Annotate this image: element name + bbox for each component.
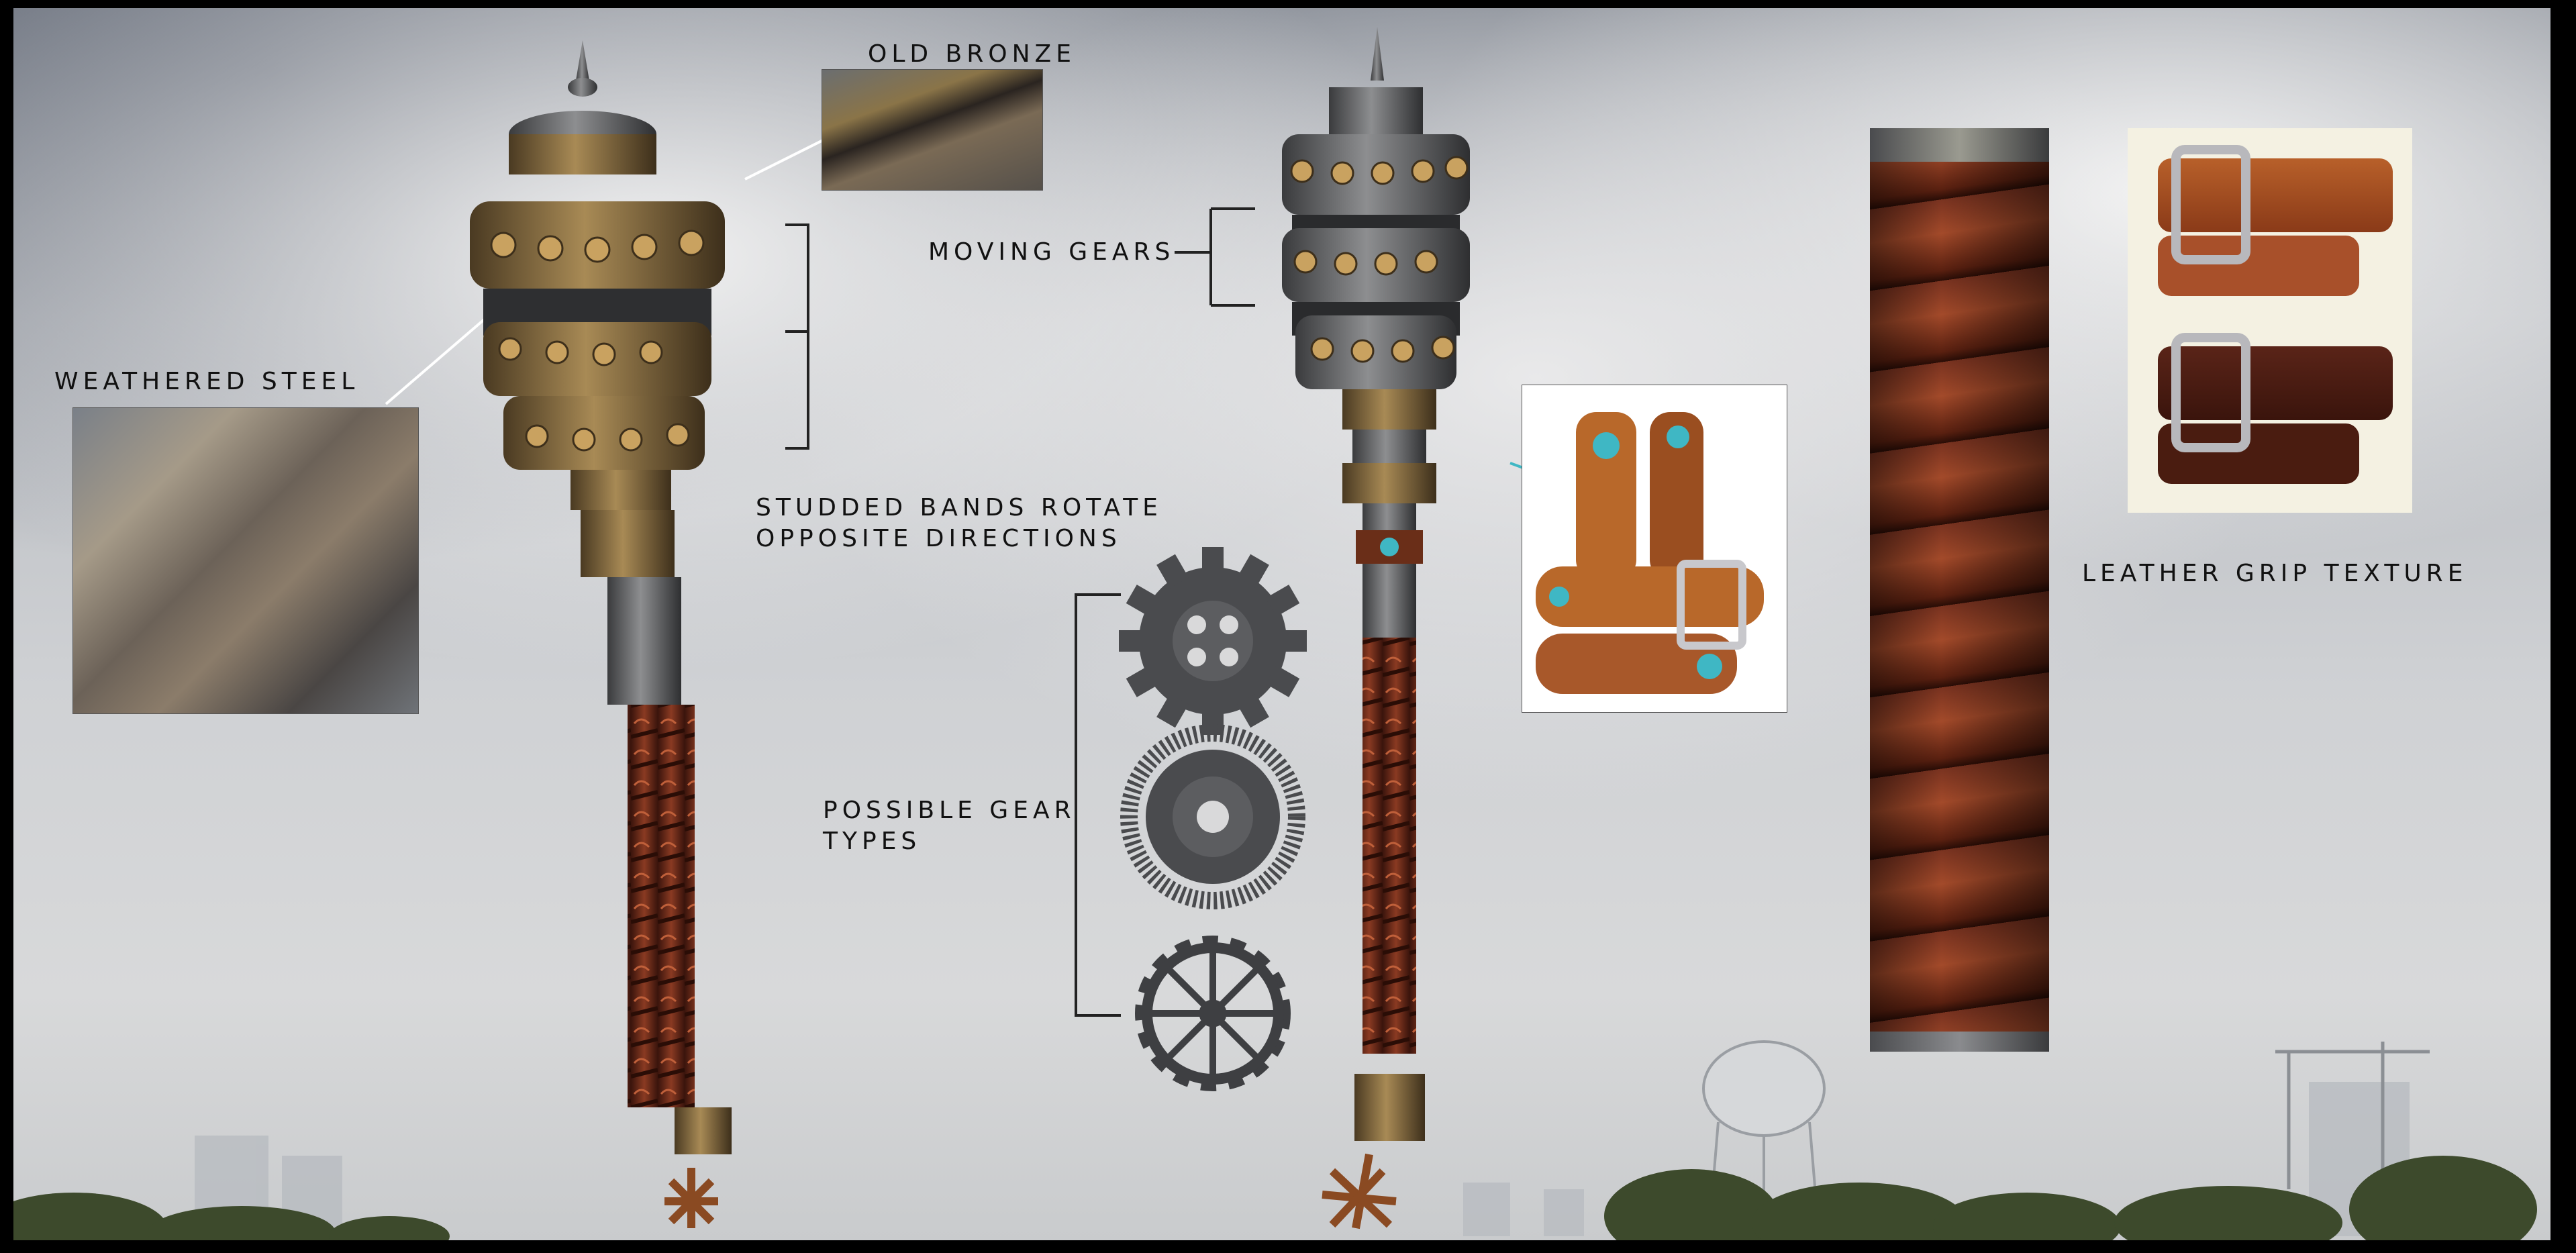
sky-background: OLD BRONZE WEATHERED STEEL MOVING GEARS … [13, 8, 2550, 1240]
gear-type-1-icon [1119, 547, 1307, 735]
studded-bands-line-2: OPPOSITE DIRECTIONS [756, 525, 1122, 552]
old-bronze-reference-photo [822, 69, 1043, 191]
mace-right [1282, 27, 1470, 1230]
studded-bands-line-1: STUDDED BANDS ROTATE [756, 494, 1162, 521]
gear-types-bracket [1075, 593, 1121, 1017]
western-belts-reference-photo [2128, 128, 2412, 513]
moving-gears-bracket [1175, 207, 1255, 307]
possible-gear-types-label: POSSIBLE GEAR TYPES [823, 795, 1076, 857]
studded-bands-bracket [785, 223, 809, 450]
old-bronze-label: OLD BRONZE [868, 40, 1076, 68]
weathered-steel-reference-photo [72, 407, 419, 714]
mace-left [470, 40, 732, 1228]
leather-grip-texture-column [1870, 128, 2049, 1052]
skyline-and-trees [13, 1040, 2537, 1240]
gear-type-2-icon [1120, 724, 1305, 909]
leather-grip-texture-label: LEATHER GRIP TEXTURE [2082, 560, 2468, 587]
possible-gear-types-line-2: TYPES [823, 828, 922, 855]
mace-illustrations [470, 27, 1470, 1230]
studded-bands-label: STUDDED BANDS ROTATE OPPOSITE DIRECTIONS [756, 493, 1162, 554]
weathered-steel-label: WEATHERED STEEL [54, 368, 360, 395]
weathered-steel-leader-line [385, 307, 498, 405]
gear-types [1119, 547, 1307, 1091]
turquoise-belt-reference-photo [1522, 385, 1787, 713]
gear-type-3-icon [1135, 936, 1291, 1091]
possible-gear-types-line-1: POSSIBLE GEAR [823, 797, 1076, 824]
moving-gears-label: MOVING GEARS [928, 238, 1175, 266]
water-tower [1702, 1040, 1826, 1203]
